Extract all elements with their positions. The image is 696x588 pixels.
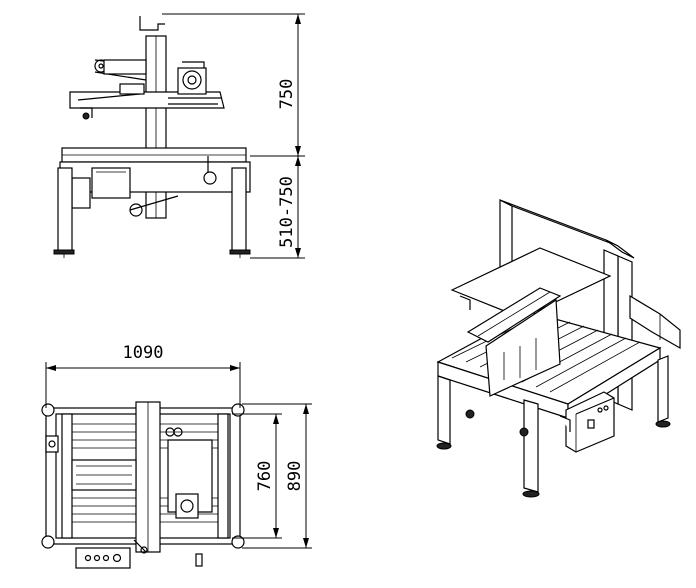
top-view [41, 401, 245, 569]
dim-760: 760 [255, 461, 275, 492]
plan-dimensions: 1090 760 890 [45, 343, 312, 549]
isometric-view [436, 199, 681, 498]
height-dimensions: 750 510-750 [162, 13, 305, 259]
dim-1090: 1090 [123, 343, 164, 363]
dim-890: 890 [285, 461, 305, 492]
front-view [53, 16, 251, 258]
dim-750: 750 [277, 79, 297, 110]
dim-510-750: 510-750 [277, 176, 297, 248]
